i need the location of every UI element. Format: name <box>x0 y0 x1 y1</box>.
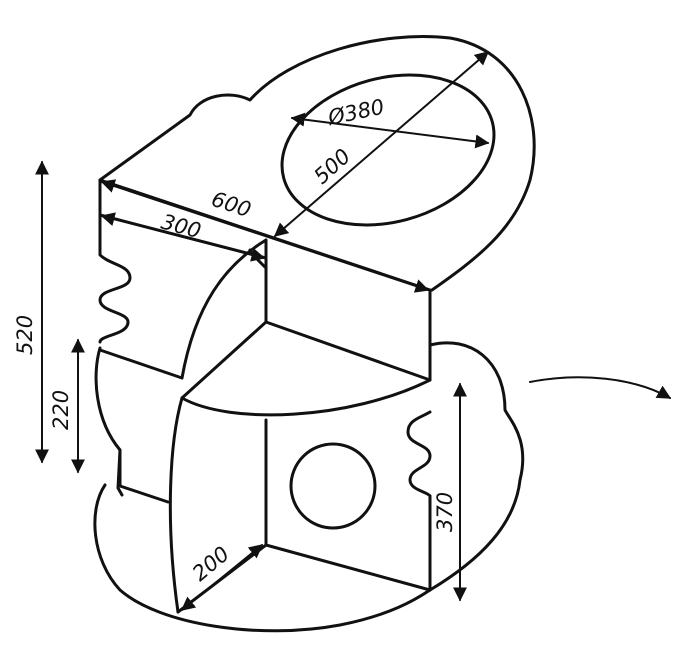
dim-diameter-line <box>290 112 490 149</box>
dim-300-label: 300 <box>159 210 204 244</box>
middle-shelf-curve <box>180 378 432 417</box>
dim-200-line <box>180 544 264 611</box>
curved-arrow-right-icon <box>529 376 672 399</box>
dim-220-label: 220 <box>49 390 73 430</box>
back-panel-outline <box>98 35 536 292</box>
left-side-panel <box>98 178 132 344</box>
base-outline <box>93 483 432 633</box>
lower-round-hole <box>289 442 377 530</box>
dim-500-line <box>273 51 490 237</box>
curved-front-upper <box>180 238 268 380</box>
dim-520-label: 520 <box>13 315 37 355</box>
left-lower-panel <box>94 346 124 497</box>
middle-shelf-edge-right <box>264 320 432 382</box>
lower-curved-front <box>168 396 184 614</box>
left-base-edge <box>118 448 170 504</box>
right-side-panel <box>428 341 525 592</box>
right-wavy-edge <box>406 410 432 498</box>
curved-front-inner <box>248 248 268 270</box>
dim-500-label: 500 <box>309 144 355 189</box>
dim-200-label: 200 <box>188 542 234 586</box>
left-lower-shelf-line <box>98 348 184 380</box>
top-round-hole <box>280 73 496 227</box>
dim-diameter-label: Ø380 <box>325 95 386 130</box>
middle-shelf-edge-left <box>180 320 268 400</box>
dim-370-label: 370 <box>433 492 457 532</box>
dim-300-line <box>100 212 266 262</box>
base-edge-right <box>264 543 432 592</box>
